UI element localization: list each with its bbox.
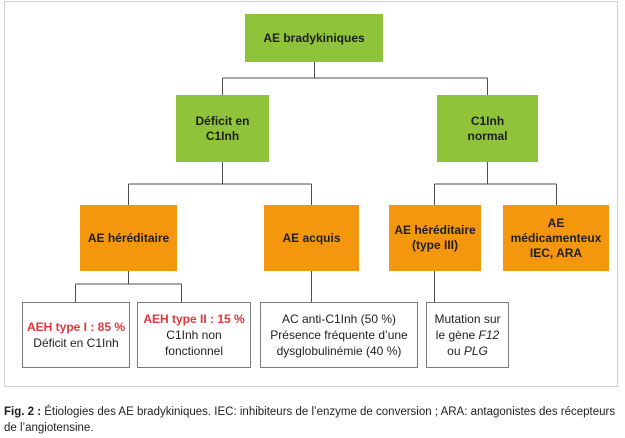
connector-deficit (128, 162, 312, 205)
leaf-text: Déficit en C1Inh (33, 336, 119, 350)
leaf-aeh-type-2: AEH type II : 15 % C1Inh non fonctionnel (137, 302, 251, 368)
leaf-ac-anti-c1inh: AC anti-C1Inh (50 %) Présence fréquente … (260, 302, 418, 368)
leaf-text: AC anti-C1Inh (50 %) Présence fréquente … (270, 312, 408, 358)
node-label: AE bradykiniques (263, 30, 365, 45)
caption-label: Fig. 2 : (4, 406, 42, 418)
caption-text: Étiologies des AE bradykiniques. IEC: in… (4, 406, 616, 434)
node-c1inh-normal: C1Inh normal (437, 95, 538, 162)
connector-normal (434, 162, 557, 205)
node-label: AE héréditaire (type III) (394, 223, 476, 252)
node-label: AE héréditaire (87, 230, 170, 245)
gene-plg: PLG (463, 344, 488, 358)
node-ae-medicamenteux: AE médicamenteux IEC, ARA (503, 205, 609, 271)
node-ae-bradykiniques: AE bradykiniques (245, 14, 383, 62)
node-label: C1Inh normal (467, 113, 508, 143)
node-label: AE acquis (282, 230, 341, 245)
leaf-text-pre: Mutation sur le gène (434, 312, 501, 342)
node-label: AE médicamenteux IEC, ARA (510, 215, 602, 260)
node-ae-hereditaire: AE héréditaire (80, 205, 177, 271)
leaf-aeh-type-1: AEH type I : 85 % Déficit en C1Inh (22, 302, 130, 368)
leaf-text: Mutation sur le gène F12 ou PLG (430, 311, 506, 359)
figure-caption: Fig. 2 : Étiologies des AE bradykiniques… (4, 404, 622, 436)
node-deficit-c1inh: Déficit en C1Inh (176, 95, 269, 162)
node-ae-acquis: AE acquis (264, 205, 359, 271)
connector-hereditaire (75, 271, 182, 302)
leaf-mutation-f12-plg: Mutation sur le gène F12 ou PLG (426, 302, 509, 368)
leaf-highlight: AEH type II : 15 % (143, 312, 245, 326)
node-ae-hereditaire-type3: AE héréditaire (type III) (389, 205, 481, 271)
leaf-text: C1Inh non fonctionnel (164, 328, 224, 358)
node-label: Déficit en C1Inh (195, 113, 250, 143)
gene-f12: F12 (478, 328, 500, 342)
leaf-highlight: AEH type I : 85 % (26, 320, 126, 334)
leaf-text-mid: ou (447, 344, 464, 358)
connector-root (222, 62, 488, 95)
